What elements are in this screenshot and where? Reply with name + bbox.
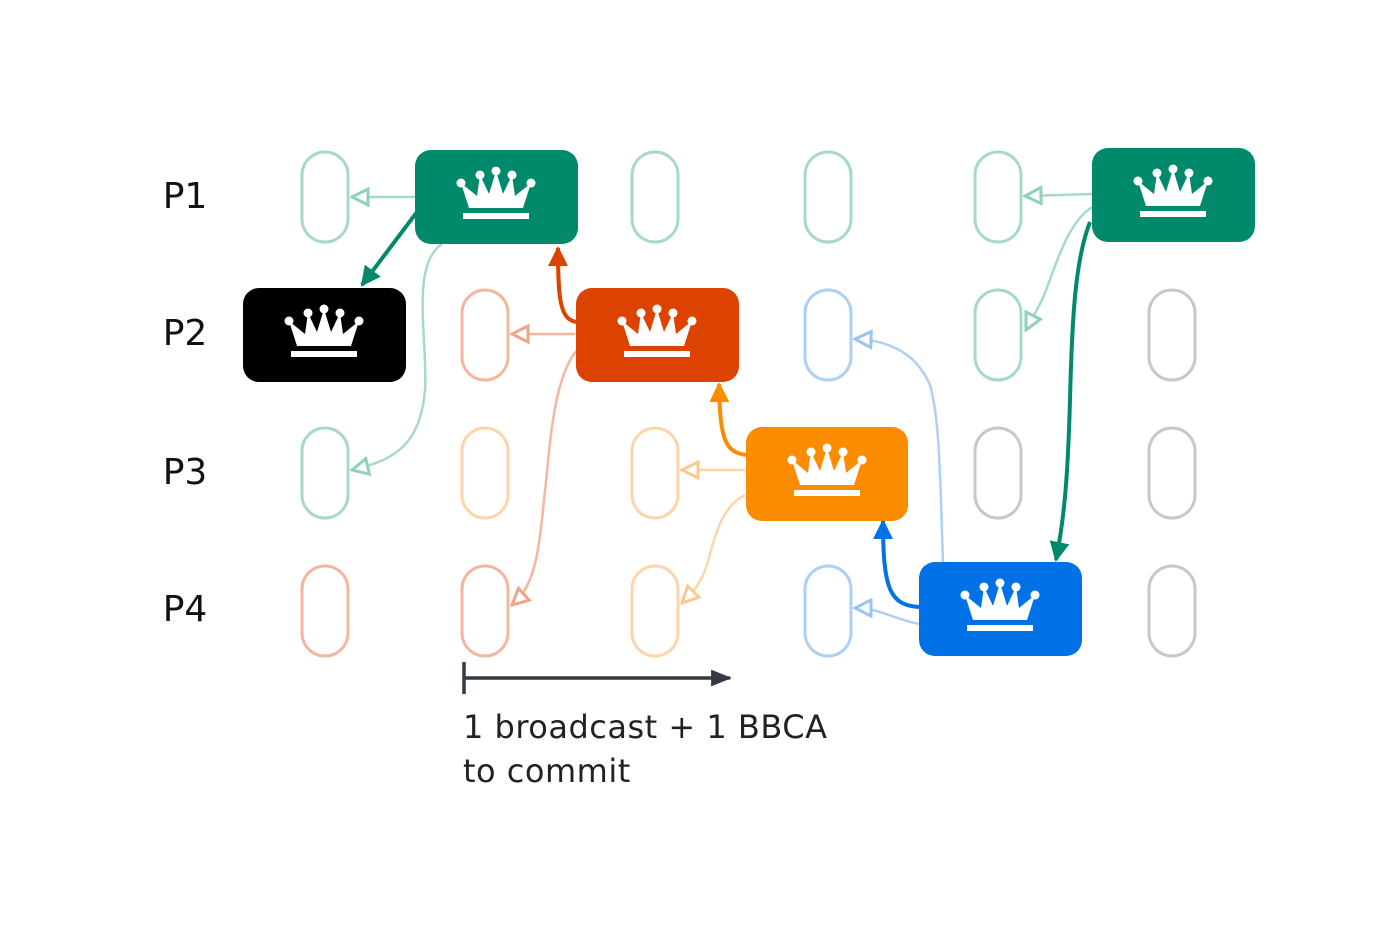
strong-edges	[360, 210, 1092, 609]
edge-p3c4-to-p4c3	[682, 493, 746, 603]
vertex-p4-c6	[1147, 564, 1197, 658]
edge-p1c6-to-p4c5	[1049, 221, 1092, 562]
vertex-p1-c5	[973, 150, 1023, 244]
vertex-p2-c2	[460, 288, 510, 382]
vertex-p1-c4	[803, 150, 853, 244]
row-label-p3: P3	[162, 452, 208, 493]
row-label-p4: P4	[162, 589, 208, 630]
faint-edges	[352, 194, 1093, 626]
edge-p1c2-to-p3c1	[352, 242, 443, 470]
edge-p4c5-to-p3c4	[873, 519, 920, 609]
edge-p4c5-to-p4c4	[855, 608, 921, 626]
vertex-p2-c4	[803, 288, 853, 382]
vertex-p4-c1	[300, 564, 350, 658]
vertex-p2-c5	[973, 288, 1023, 382]
row-label-p1: P1	[162, 176, 208, 217]
vertex-p3-c3	[630, 426, 680, 520]
edge-p2c3-to-p4c2	[512, 349, 578, 605]
edge-p1c6-to-p2c5	[1026, 205, 1093, 330]
vertex-p2-c6	[1147, 288, 1197, 382]
leader-blocks	[243, 148, 1255, 656]
leader-block-p4-round5	[919, 562, 1082, 656]
caption-line-1: 1 broadcast + 1 BBCA	[463, 708, 828, 746]
caption-line-2: to commit	[463, 752, 631, 790]
vertex-p3-c5	[973, 426, 1023, 520]
vertex-p1-c3	[630, 150, 680, 244]
vertex-p3-c2	[460, 426, 510, 520]
leader-block-p1-round6	[1092, 148, 1255, 242]
leader-block-p1-round2	[415, 150, 578, 244]
vertex-p3-c6	[1147, 426, 1197, 520]
edge-p4c5-to-p2c4	[855, 339, 945, 563]
row-label-p2: P2	[162, 313, 208, 354]
edge-p1c6-to-p1c5	[1025, 194, 1093, 196]
vertex-p4-c2	[460, 564, 510, 658]
latency-arrow	[462, 662, 733, 694]
vertex-p3-c1	[300, 426, 350, 520]
leader-block-p2-round1	[243, 288, 406, 382]
vertex-p4-c4	[803, 564, 853, 658]
leader-block-p3-round4	[746, 427, 908, 521]
leader-block-p2-round3	[576, 288, 739, 382]
vertex-p4-c3	[630, 564, 680, 658]
edge-p2c3-to-p1c2	[548, 246, 578, 324]
edge-p1c2-to-p2c1	[360, 210, 419, 287]
vertex-grid	[300, 150, 1197, 658]
vertex-p1-c1	[300, 150, 350, 244]
edge-p3c4-to-p2c3	[709, 382, 747, 457]
